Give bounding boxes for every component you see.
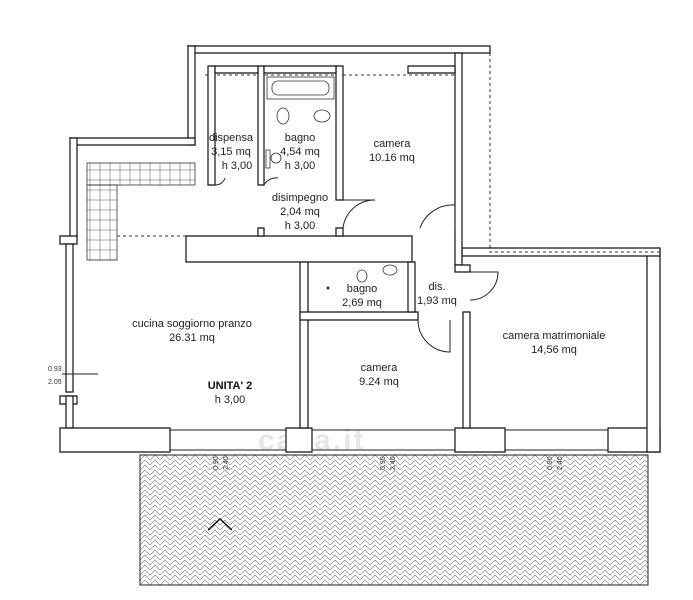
svg-text:2,04 mq: 2,04 mq	[280, 206, 320, 218]
svg-text:camera: camera	[361, 362, 399, 374]
room-label-dis: dis. 1,93 mq	[417, 281, 457, 307]
svg-text:h 3,00: h 3,00	[215, 394, 246, 406]
doors	[214, 177, 499, 353]
svg-text:2.40: 2.40	[223, 456, 230, 470]
svg-text:0.93: 0.93	[48, 366, 62, 373]
svg-text:cucina soggiorno pranzo: cucina soggiorno pranzo	[132, 318, 252, 330]
svg-text:9.24 mq: 9.24 mq	[359, 376, 399, 388]
unit-label: UNITA' 2 h 3,00	[208, 380, 253, 406]
svg-text:dis.: dis.	[428, 281, 445, 293]
window-dimension-bottom-1: 0.90 2.40	[213, 456, 230, 470]
bathtub	[266, 76, 335, 100]
room-label-dispensa: dispensa 3,15 mq h 3,00	[209, 132, 254, 172]
svg-text:2.40: 2.40	[557, 456, 564, 470]
svg-text:camera: camera	[374, 138, 412, 150]
svg-text:2,69 mq: 2,69 mq	[342, 297, 382, 309]
room-label-camera-2: camera 9.24 mq	[359, 362, 399, 388]
svg-text:26.31 mq: 26.31 mq	[169, 332, 215, 344]
svg-text:dispensa: dispensa	[209, 132, 254, 144]
room-label-camera-matrimoniale: camera matrimoniale 14,56 mq	[503, 330, 606, 356]
room-label-camera-1: camera 10.16 mq	[369, 138, 415, 164]
svg-text:2.40: 2.40	[390, 456, 397, 470]
room-label-bagno-2: bagno 2,69 mq	[342, 283, 382, 309]
svg-text:bagno: bagno	[347, 283, 378, 295]
svg-text:bagno: bagno	[285, 132, 316, 144]
svg-text:4,54 mq: 4,54 mq	[280, 146, 320, 158]
svg-text:disimpegno: disimpegno	[272, 192, 328, 204]
bathroom-fixtures	[265, 107, 398, 290]
terrace-edge-top	[489, 53, 660, 253]
windows	[62, 373, 608, 451]
svg-text:2.05: 2.05	[48, 379, 62, 386]
svg-text:1,93 mq: 1,93 mq	[417, 295, 457, 307]
svg-text:UNITA' 2: UNITA' 2	[208, 380, 253, 392]
window-dimension-bottom-2: 0.90 2.40	[380, 456, 397, 470]
svg-text:h 3,00: h 3,00	[285, 220, 316, 232]
interior-walls	[185, 65, 471, 429]
svg-text:h 3,00: h 3,00	[222, 160, 253, 172]
svg-text:0.90: 0.90	[213, 456, 220, 470]
svg-text:camera matrimoniale: camera matrimoniale	[503, 330, 606, 342]
room-label-disimpegno: disimpegno 2,04 mq h 3,00	[272, 192, 328, 232]
room-label-bagno-1: bagno 4,54 mq h 3,00	[280, 132, 320, 172]
svg-text:0.90: 0.90	[547, 456, 554, 470]
window-dimension-bottom-3: 0.90 2.40	[547, 456, 564, 470]
svg-text:10.16 mq: 10.16 mq	[369, 152, 415, 164]
up-arrow-icon	[207, 518, 233, 531]
terrace	[139, 454, 649, 586]
svg-text:3,15 mq: 3,15 mq	[211, 146, 251, 158]
kitchen-counter	[86, 162, 196, 261]
window-dimension-left: 0.93 2.05	[48, 366, 62, 386]
svg-text:14,56 mq: 14,56 mq	[531, 344, 577, 356]
room-label-cucina: cucina soggiorno pranzo 26.31 mq	[132, 318, 252, 344]
svg-text:0.90: 0.90	[380, 456, 387, 470]
svg-text:h 3,00: h 3,00	[285, 160, 316, 172]
